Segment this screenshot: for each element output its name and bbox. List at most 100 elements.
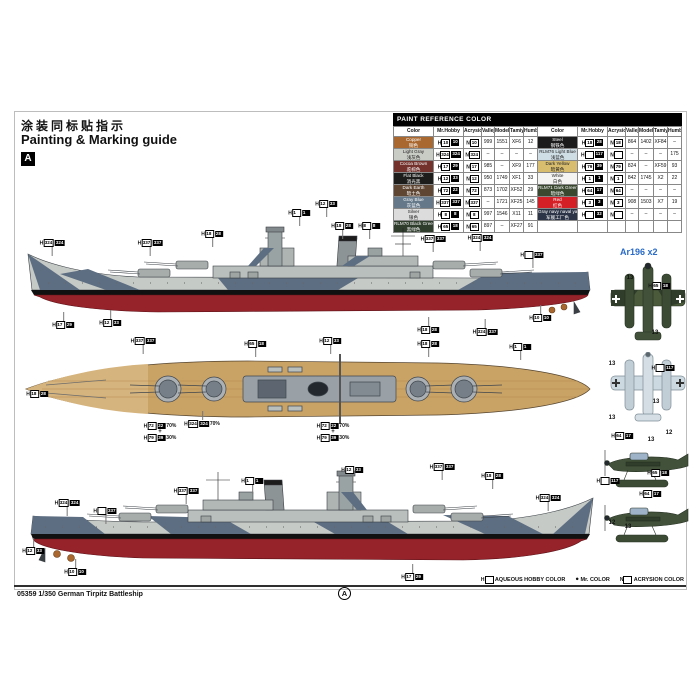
model-master-cell: –: [638, 208, 654, 221]
aircraft-side-view-2: [604, 505, 689, 543]
aqueous-number-box: 8: [441, 210, 451, 219]
color-name-chinese: 浅蓝色: [550, 154, 565, 160]
vallejo-cell: 985: [481, 160, 495, 173]
mr-color-number-box: 33: [451, 175, 460, 182]
humbrol-cell: –: [667, 208, 682, 221]
aqueous-number-box: [484, 576, 494, 584]
mr-color-number-box: 10: [451, 139, 460, 146]
aqueous-number-box: 3: [585, 198, 595, 207]
model-master-cell: –: [638, 148, 654, 161]
aqueous-number-box: 3: [613, 198, 623, 207]
acrysion-prefix: N: [466, 211, 470, 218]
model-master-cell: 1551: [494, 136, 510, 149]
column-header: Tamiya: [653, 126, 668, 137]
aqueous-prefix: H: [581, 199, 586, 206]
model-master-cell: –: [638, 184, 654, 197]
aqueous-prefix: H: [581, 175, 586, 182]
column-header: Color: [537, 126, 578, 137]
aqueous-prefix: H: [437, 139, 442, 146]
aqueous-number-box: 324: [469, 150, 480, 159]
empty-cell: [667, 220, 682, 233]
column-header: Acrysion: [607, 126, 626, 137]
tamiya-cell: –: [653, 184, 668, 197]
aqueous-number-box: 72: [469, 186, 479, 195]
aqueous-number-box: 1: [585, 174, 595, 183]
prefix-letter: N: [619, 577, 624, 584]
model-master-cell: –: [494, 160, 510, 173]
tamiya-cell: –: [653, 148, 668, 161]
aqueous-prefix: H: [581, 139, 586, 146]
color-name-chinese: 驼棕色: [406, 166, 421, 172]
color-name: Flat Black: [403, 173, 424, 179]
humbrol-cell: 11: [523, 208, 538, 221]
column-header: Vallejo: [481, 126, 495, 137]
color-name: Red: [553, 197, 562, 203]
acrysion-prefix: N: [610, 211, 614, 218]
legend-label: Mr. COLOR: [578, 577, 610, 584]
humbrol-cell: 145: [523, 196, 538, 209]
column-header: Mr.Hobby: [433, 126, 464, 137]
aqueous-prefix: H: [581, 151, 585, 158]
aqueous-prefix: H: [581, 163, 586, 170]
model-master-cell: 1546: [494, 208, 510, 221]
color-name-chinese: 浅灰色: [406, 154, 421, 160]
color-name: Gray Blue: [403, 197, 424, 203]
mr-color-number-box: 18: [451, 223, 460, 230]
vallejo-cell: –: [481, 196, 495, 209]
aqueous-number-box: [623, 576, 633, 584]
vallejo-cell: 824: [625, 160, 639, 173]
color-name-chinese: 军舰工厂色: [546, 214, 569, 220]
aqueous-number-box: 17: [441, 162, 451, 171]
acrysion-prefix: N: [465, 199, 470, 206]
aqueous-prefix: H: [436, 151, 440, 158]
legend-item: ● Mr. COLOR: [575, 577, 610, 583]
vallejo-cell: –: [625, 208, 639, 221]
paint-table-title: PAINT REFERENCE COLOR: [393, 113, 682, 126]
color-name-chinese: 银色: [408, 214, 419, 220]
kit-number-title: 05359 1/350 German Tirpitz Battleship: [17, 591, 143, 598]
model-master-cell: 1503: [638, 196, 654, 209]
aqueous-prefix: H: [581, 211, 586, 218]
aqueous-number-box: [613, 150, 623, 159]
color-name-chinese: 灰蓝色: [406, 202, 421, 208]
aqueous-number-box: 64: [613, 186, 623, 195]
legend-item: N ACRYSION COLOR: [619, 576, 684, 584]
tamiya-cell: –: [653, 208, 668, 221]
acrysion-prefix: N: [466, 139, 470, 146]
vallejo-cell: 873: [481, 184, 495, 197]
mr-color-number-box: 22: [451, 187, 460, 194]
aqueous-number-box: 8: [469, 210, 479, 219]
acrysion-prefix: N: [465, 151, 470, 158]
humbrol-cell: –: [667, 184, 682, 197]
column-header: Acrysion: [463, 126, 482, 137]
tamiya-cell: –: [509, 148, 524, 161]
mr-color-number-box: 32: [595, 211, 604, 218]
humbrol-cell: 175: [667, 148, 682, 161]
ship-hull-group-mirrored: [30, 470, 594, 563]
acrysion-prefix: N: [610, 199, 614, 206]
aqueous-number-box: 64: [585, 186, 595, 195]
model-master-cell: 1749: [494, 172, 510, 185]
